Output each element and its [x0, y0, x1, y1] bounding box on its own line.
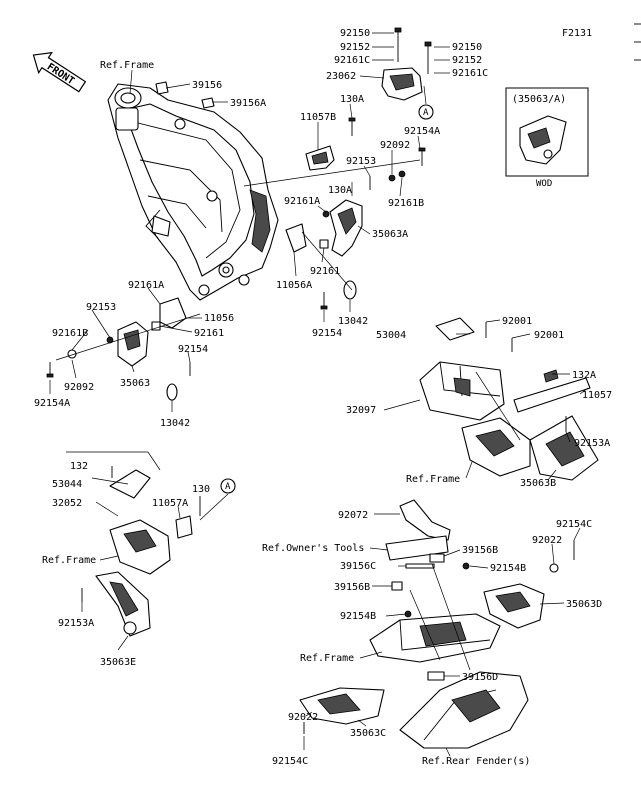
- label-35063c: 35063C: [350, 728, 386, 739]
- label-92022-a: 92022: [532, 535, 562, 546]
- inset-box: (35063/A) WOD: [505, 87, 589, 189]
- label-39156a: 39156A: [230, 98, 266, 109]
- label-92161-right: 92161: [310, 266, 340, 277]
- label-92161-left: 92161: [194, 328, 224, 339]
- label-13042-left: 13042: [160, 418, 190, 429]
- label-92161b-left: 92161B: [52, 328, 88, 339]
- label-92161c-a: 92161C: [334, 55, 370, 66]
- label-ref-frame-left: Ref.Frame: [42, 555, 96, 566]
- label-92154-right: 92154: [312, 328, 342, 339]
- label-92161c-b: 92161C: [452, 68, 488, 79]
- label-35063b: 35063B: [520, 478, 556, 489]
- label-92153-right: 92153: [346, 156, 376, 167]
- label-32097: 32097: [346, 405, 376, 416]
- label-13042-right: 13042: [338, 316, 368, 327]
- inset-title: (35063/A): [512, 94, 566, 105]
- front-arrow-icon: FRONT: [32, 51, 87, 93]
- label-ref-frame-mid: Ref.Frame: [406, 474, 460, 485]
- inset-caption: WOD: [536, 179, 552, 189]
- label-130a-top: 130A: [340, 94, 364, 105]
- label-53044: 53044: [52, 479, 82, 490]
- label-ref-frame-low: Ref.Frame: [300, 653, 354, 664]
- label-92152-b: 92152: [452, 55, 482, 66]
- label-11057b: 11057B: [300, 112, 336, 123]
- battery-case-parts: [419, 317, 599, 481]
- label-130a-mid: 130A: [328, 185, 352, 196]
- main-frame-drawing: [107, 81, 279, 301]
- label-92161a-right: 92161A: [284, 196, 320, 207]
- label-92152-a: 92152: [340, 42, 370, 53]
- left-bracket-parts: [46, 297, 201, 401]
- part-labels: Ref.Frame 39156 39156A 92150 92152 92161…: [34, 28, 612, 767]
- label-39156c: 39156C: [340, 561, 376, 572]
- label-ref-owners-tools: Ref.Owner's Tools: [262, 543, 364, 554]
- label-92092-left: 92092: [64, 382, 94, 393]
- label-92154c-b: 92154C: [272, 756, 308, 767]
- label-92072: 92072: [338, 510, 368, 521]
- label-11056a: 11056A: [276, 280, 312, 291]
- label-92154a-left: 92154A: [34, 398, 70, 409]
- label-92001-a: 92001: [502, 316, 532, 327]
- label-92154a-right: 92154A: [404, 126, 440, 137]
- label-ref-frame-top: Ref.Frame: [100, 60, 154, 71]
- label-92154c-a: 92154C: [556, 519, 592, 530]
- upper-right-parts: A: [243, 27, 434, 310]
- label-92154-left: 92154: [178, 344, 208, 355]
- label-92153a-left: 92153A: [58, 618, 94, 629]
- figure-code: F2131: [562, 28, 592, 39]
- label-130: 130: [192, 484, 210, 495]
- label-92161a-left: 92161A: [128, 280, 164, 291]
- label-11056-left: 11056: [204, 313, 234, 324]
- label-92153-left: 92153: [86, 302, 116, 313]
- label-39156b-b: 39156B: [334, 582, 370, 593]
- right-edge-marks: [634, 23, 641, 61]
- label-39156: 39156: [192, 80, 222, 91]
- label-35063a: 35063A: [372, 229, 408, 240]
- label-32052: 32052: [52, 498, 82, 509]
- label-132: 132: [70, 461, 88, 472]
- label-132a: 132A: [572, 370, 596, 381]
- label-11057: 11057: [582, 390, 612, 401]
- label-35063-left: 35063: [120, 378, 150, 389]
- label-92153a-right: 92153A: [574, 438, 610, 449]
- label-92092-right: 92092: [380, 140, 410, 151]
- label-ref-rear-fender: Ref.Rear Fender(s): [422, 756, 530, 767]
- label-39156d: 39156D: [462, 672, 498, 683]
- label-35063e: 35063E: [100, 657, 136, 668]
- label-92150-b: 92150: [452, 42, 482, 53]
- label-53004: 53004: [376, 330, 406, 341]
- label-92154b-a: 92154B: [490, 563, 526, 574]
- label-92150-a: 92150: [340, 28, 370, 39]
- label-11057a: 11057A: [152, 498, 188, 509]
- label-92022-b: 92022: [288, 712, 318, 723]
- label-39156b-a: 39156B: [462, 545, 498, 556]
- label-92161b-right: 92161B: [388, 198, 424, 209]
- rear-tail-parts: [299, 499, 575, 749]
- callout-a-top: A: [423, 108, 429, 118]
- label-92154b-b: 92154B: [340, 611, 376, 622]
- label-23062: 23062: [326, 71, 356, 82]
- left-lower-parts: A: [66, 451, 236, 637]
- label-35063d: 35063D: [566, 599, 602, 610]
- callout-a-bottom: A: [225, 482, 231, 492]
- leader-lines: [49, 32, 589, 757]
- label-92001-b: 92001: [534, 330, 564, 341]
